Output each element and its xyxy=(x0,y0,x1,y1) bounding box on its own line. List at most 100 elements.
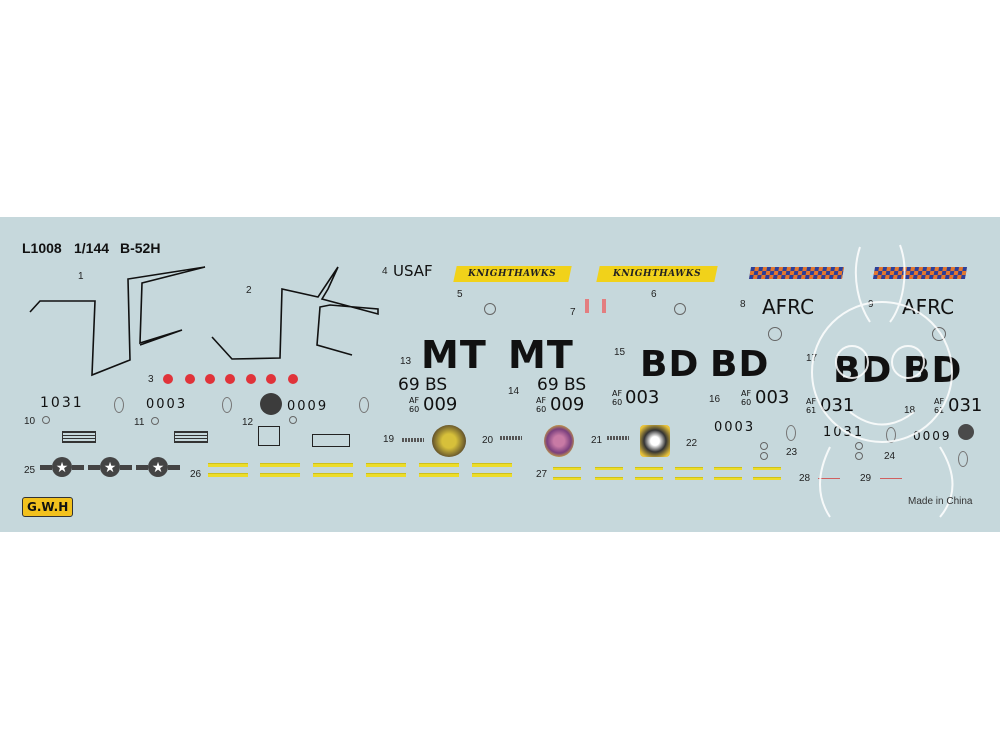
red-roundel xyxy=(185,374,195,384)
tail-code-bd-2: BD xyxy=(710,344,770,385)
decal-number: 22 xyxy=(686,438,698,449)
serial-009-left: 009 xyxy=(423,394,458,415)
product-code: L1008 xyxy=(22,240,62,256)
walkway-outlines xyxy=(29,266,379,377)
red-roundel xyxy=(163,374,173,384)
red-line xyxy=(880,478,902,479)
yellow-stripe xyxy=(595,467,623,470)
small-circle xyxy=(855,452,863,460)
yellow-stripe xyxy=(714,477,742,480)
decal-number: 26 xyxy=(190,469,202,480)
brand-logo: G.W.H xyxy=(22,497,74,517)
red-line xyxy=(818,478,840,479)
squadron-69bs-left: 69 BS xyxy=(398,375,448,395)
yellow-stripe xyxy=(313,463,353,467)
yellow-stripe xyxy=(635,477,663,480)
yellow-stripe xyxy=(472,463,512,467)
decal-number: 6 xyxy=(651,289,657,300)
decal-sheet: L1008 1/144 B-52H 1 2 3 4 USAF KNIGHTHAW… xyxy=(0,217,1000,532)
decal-number: 27 xyxy=(536,469,548,480)
serial-0003-left: 0003 xyxy=(146,397,188,412)
small-circle xyxy=(760,442,768,450)
yellow-stripe xyxy=(208,463,248,467)
decal-number: 1 xyxy=(78,271,84,282)
yellow-stripe xyxy=(419,473,459,477)
yellow-stripe xyxy=(675,477,703,480)
yellow-stripe xyxy=(635,467,663,470)
yellow-stripe xyxy=(714,467,742,470)
panel-outline xyxy=(312,434,350,447)
yellow-stripe xyxy=(472,473,512,477)
yellow-stripe xyxy=(366,463,406,467)
decal-number: 21 xyxy=(591,435,603,446)
light-outline xyxy=(359,397,369,413)
yellow-stripe xyxy=(260,473,300,477)
serial-031-right: 031 xyxy=(948,395,983,416)
unit-badge-icon xyxy=(674,303,686,315)
walkway-line-2 xyxy=(211,266,379,360)
light-outline xyxy=(958,451,968,467)
usaf-star-insignia: ★ xyxy=(88,457,132,477)
decal-number: 29 xyxy=(860,473,872,484)
afrc-badge-icon xyxy=(768,327,782,341)
decal-number: 12 xyxy=(242,417,254,428)
decal-number: 5 xyxy=(457,289,463,300)
red-roundel xyxy=(205,374,215,384)
squadron-emblem-icon xyxy=(958,424,974,440)
tail-code-mt-right: MT xyxy=(508,333,574,377)
yellow-stripe xyxy=(595,477,623,480)
decal-number: 16 xyxy=(709,394,721,405)
serial-003-right: 003 xyxy=(755,387,790,408)
squadron-emblem-icon xyxy=(260,393,282,415)
red-roundel xyxy=(225,374,235,384)
nose-art-emblem-19 xyxy=(432,425,466,457)
serial-031-left: 031 xyxy=(820,395,855,416)
decal-number: 10 xyxy=(24,416,36,427)
decal-number: 20 xyxy=(482,435,494,446)
decal-number: 2 xyxy=(246,285,252,296)
light-outline xyxy=(222,397,232,413)
serial-0009-left: 0009 xyxy=(287,399,329,414)
red-roundel xyxy=(246,374,256,384)
mascot-watermark-icon xyxy=(811,244,954,518)
decal-number: 23 xyxy=(786,447,798,458)
afrc-text-right: AFRC xyxy=(902,295,955,319)
yellow-stripe xyxy=(675,467,703,470)
knighthawks-banner-right: KNIGHTHAWKS xyxy=(596,266,718,282)
square-outline xyxy=(258,426,280,446)
decal-number: 9 xyxy=(868,299,874,310)
yellow-stripe xyxy=(260,463,300,467)
decal-number: 19 xyxy=(383,434,395,445)
decal-number: 15 xyxy=(614,347,626,358)
usaf-star-insignia: ★ xyxy=(40,457,84,477)
usaf-text: USAF xyxy=(393,262,433,280)
decal-number: 18 xyxy=(904,405,916,416)
walkway-line-1 xyxy=(29,266,206,377)
decal-number: 28 xyxy=(799,473,811,484)
small-circle xyxy=(42,416,50,424)
yellow-stripe xyxy=(313,473,353,477)
decal-number: 8 xyxy=(740,299,746,310)
serial-0009-right: 0009 xyxy=(913,429,952,443)
decal-number: 4 xyxy=(382,266,388,277)
red-roundel xyxy=(266,374,276,384)
yellow-stripe xyxy=(208,473,248,477)
serial-1031-left: 1031 xyxy=(40,395,84,411)
yellow-stripe xyxy=(753,477,781,480)
yellow-stripe xyxy=(366,473,406,477)
nose-art-emblem-20 xyxy=(544,425,574,457)
nose-art-emblem-21 xyxy=(640,425,670,457)
decal-number: 14 xyxy=(508,386,520,397)
tail-code-mt-left: MT xyxy=(421,333,487,377)
made-in-label: Made in China xyxy=(908,496,973,507)
decal-number: 17 xyxy=(806,353,818,364)
squadron-69bs-right: 69 BS xyxy=(537,375,587,395)
serial-0003-right: 0003 xyxy=(714,420,756,435)
yellow-stripe xyxy=(753,467,781,470)
light-outline xyxy=(114,397,124,413)
stencil-plate xyxy=(174,431,208,443)
